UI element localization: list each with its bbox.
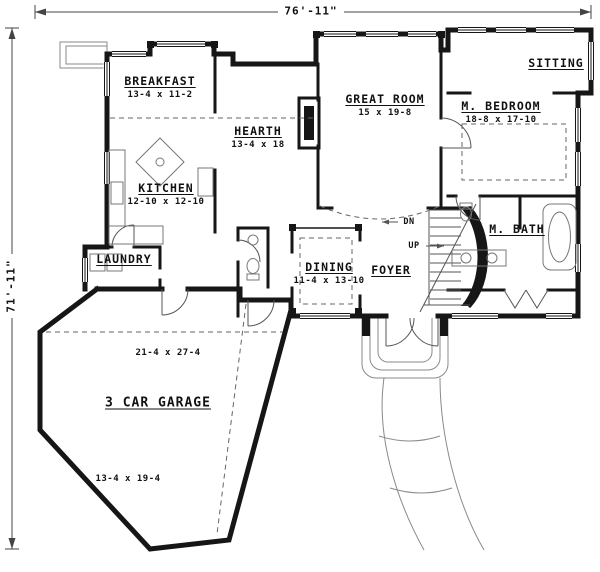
dimension-lines [5,5,592,550]
room-label-garage: 3 CAR GARAGE [105,395,211,411]
room-label-sitting: SITTING [528,56,584,70]
dimension-height-label: 71'-11" [4,255,18,317]
windows [81,26,595,320]
room-label-laundry: LAUNDRY [96,252,152,266]
room-label-dining: DINING [305,260,353,274]
room-size-dining: 11-4 x 13-10 [293,276,365,286]
room-size-garage-upper: 21-4 x 27-4 [135,348,201,358]
room-label-m-bedroom: M. BEDROOM [461,99,541,113]
dimension-width-label: 76'-11" [280,4,342,18]
room-label-m-bath: M. BATH [489,222,545,236]
room-label-great-room: GREAT ROOM [345,92,425,106]
room-label-breakfast: BREAKFAST [124,74,196,88]
room-label-kitchen: KITCHEN [138,181,194,195]
solid-fills [147,31,487,336]
room-size-garage-lower: 13-4 x 19-4 [95,474,161,484]
room-size-m-bedroom: 18-8 x 17-10 [465,115,537,125]
stairs-down-label: DN [403,217,415,227]
room-label-foyer: FOYER [371,263,411,277]
staircase [382,203,477,313]
room-size-kitchen: 12-10 x 12-10 [127,197,205,207]
room-size-hearth: 13-4 x 18 [231,140,285,150]
room-size-breakfast: 13-4 x 11-2 [127,90,193,100]
stairs-up-label: UP [408,241,420,251]
fixtures [89,137,577,281]
room-size-great-room: 15 x 19-8 [358,108,412,118]
dashed-lines [46,117,567,535]
room-label-hearth: HEARTH [234,124,282,138]
